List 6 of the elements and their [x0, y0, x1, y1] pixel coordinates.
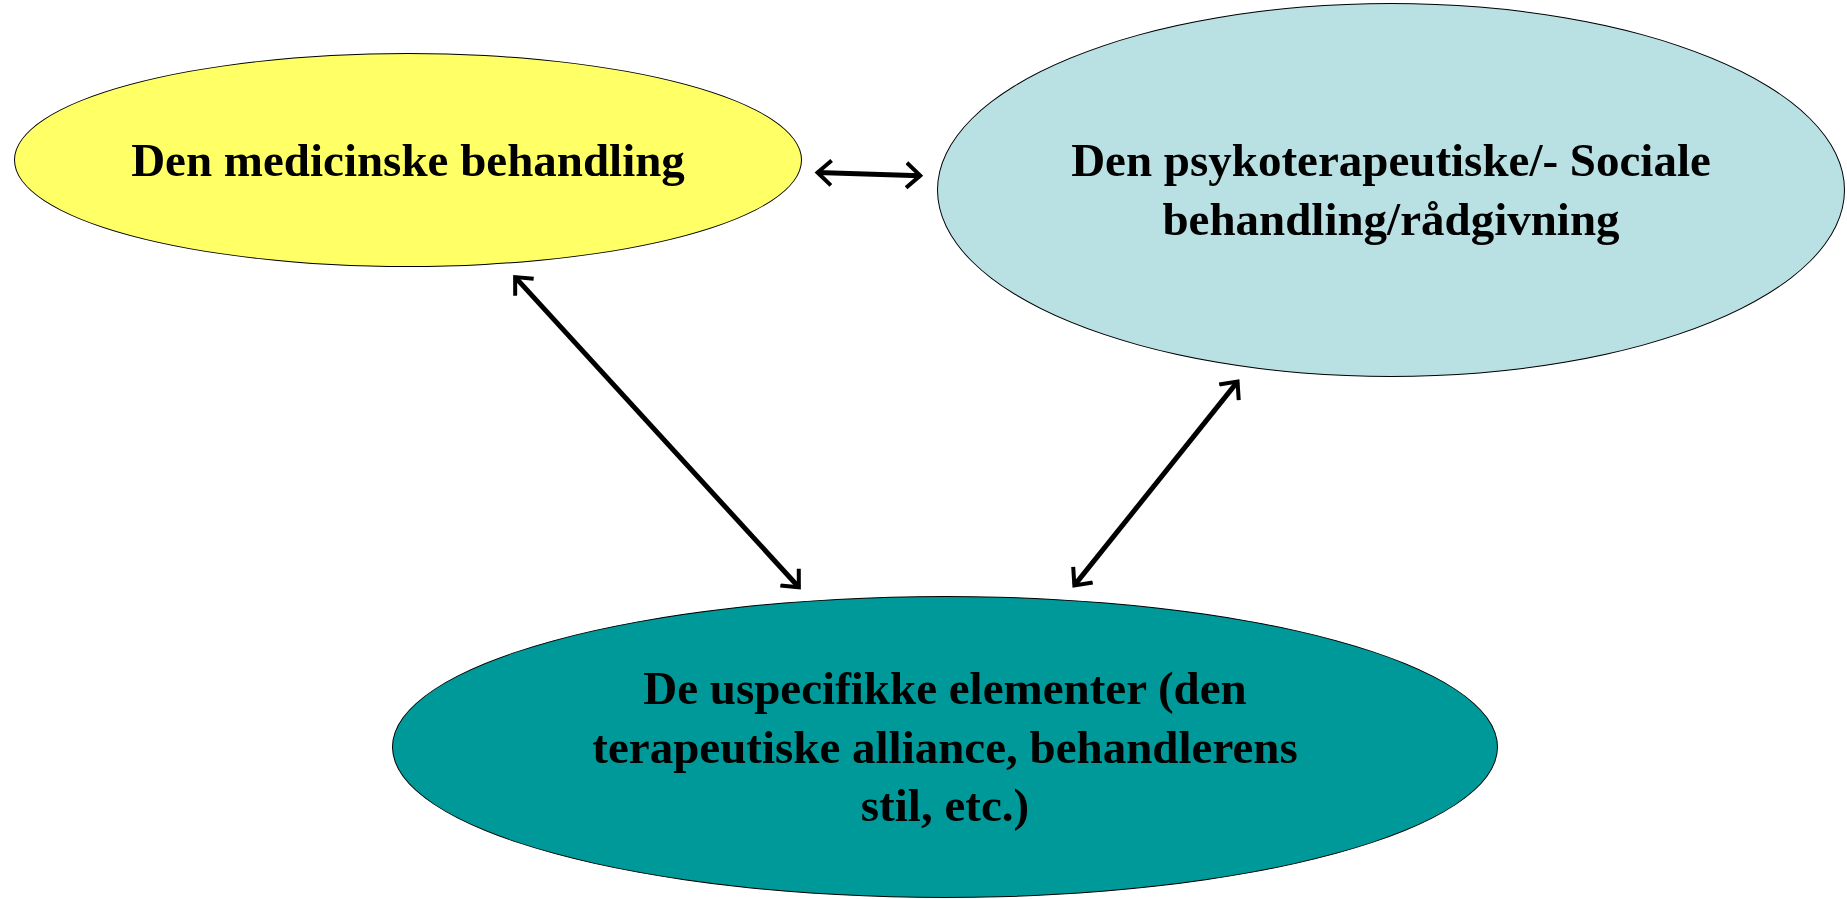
node-label: Den medicinske behandling: [131, 132, 685, 188]
double-arrow: [513, 275, 801, 590]
node-label: De uspecifikke elementer (den terapeutiske alliance, behandlerens stil, etc.): [591, 660, 1299, 834]
node-label: Den psykoterapeutiske/- Sociale behandling/rådgivning: [1070, 133, 1712, 247]
double-arrow: [1071, 379, 1241, 588]
double-arrow: [815, 158, 923, 190]
